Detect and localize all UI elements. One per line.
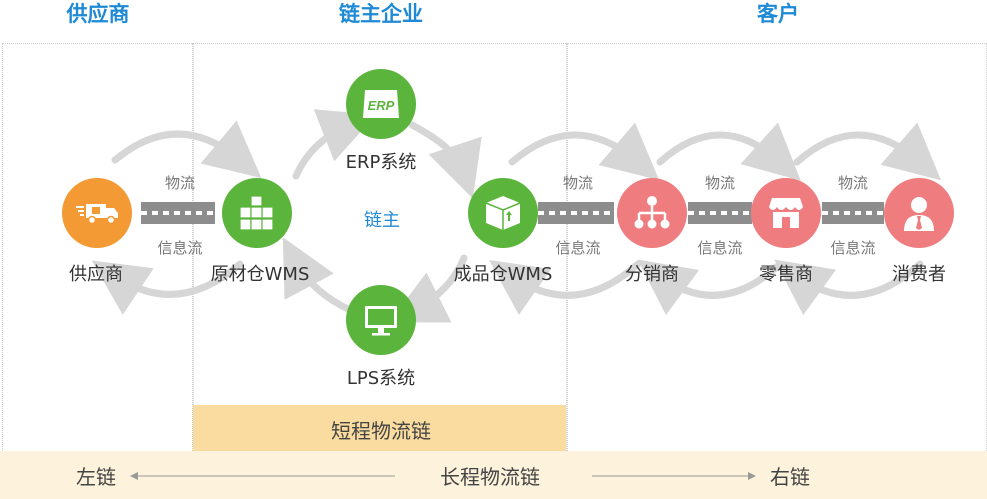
- retailer-node: [751, 178, 821, 248]
- arrow-raw-to-erp: [292, 109, 377, 180]
- supplier-label: 供应商: [69, 264, 123, 285]
- rail-retailer-consumer: [822, 202, 884, 224]
- distributor-label: 分销商: [625, 264, 679, 285]
- rail-fg-distributor: [538, 202, 614, 224]
- rail-supplier-raw: [141, 202, 215, 224]
- logistics-label-3: 物流: [704, 174, 736, 192]
- hierarchy-network-icon: [634, 196, 670, 229]
- erp-box-icon: ERP: [363, 90, 399, 118]
- consumer-label: 消费者: [892, 264, 946, 285]
- arrow-erp-to-fg: [408, 121, 482, 199]
- logistics-label-4: 物流: [837, 174, 869, 192]
- package-box-icon: [485, 196, 521, 230]
- logistics-label-2: 物流: [562, 174, 594, 192]
- person-icon: [904, 197, 934, 231]
- fg-wms-label: 成品仓WMS: [453, 264, 553, 285]
- retailer-label: 零售商: [759, 264, 813, 285]
- arrow-distributor-to-retailer: [656, 122, 801, 181]
- info-flow-label-3: 信息流: [697, 239, 743, 257]
- raw-wms-node: [222, 178, 292, 248]
- long-chain-label: 长程物流链: [440, 465, 540, 489]
- header-customer: 客户: [757, 2, 799, 26]
- erp-label: ERP系统: [345, 152, 417, 173]
- monitor-icon: [365, 306, 397, 336]
- fg-wms-node: [468, 178, 538, 248]
- arrow-fg-to-distributor: [508, 122, 660, 181]
- storefront-icon: [769, 198, 803, 228]
- info-flow-label-1: 信息流: [157, 239, 203, 257]
- svg-text:ERP: ERP: [368, 98, 395, 113]
- arrow-distributor-to-fg: [489, 259, 642, 315]
- arrow-supplier-to-raw: [111, 120, 262, 178]
- lps-label: LPS系统: [346, 368, 416, 389]
- arrow-retailer-to-distributor: [637, 259, 784, 316]
- arrow-lps-to-raw: [282, 237, 354, 314]
- distributor-node: [617, 178, 687, 248]
- left-chain-label: 左链: [76, 465, 116, 489]
- rail-distributor-retailer: [688, 202, 752, 224]
- logistics-label-1: 物流: [164, 174, 196, 192]
- header-core-enterprise: 链主企业: [339, 2, 423, 26]
- chain-owner-center-label: 链主: [364, 210, 400, 231]
- short-chain-label: 短程物流链: [331, 419, 431, 443]
- info-flow-label-2: 信息流: [555, 239, 601, 257]
- header-supplier: 供应商: [66, 2, 130, 26]
- supplier-node: [62, 178, 132, 248]
- arrow-fg-to-lps: [388, 254, 468, 323]
- delivery-truck-icon: [76, 204, 118, 225]
- stacked-boxes-icon: [239, 195, 274, 231]
- right-chain-label: 右链: [770, 465, 810, 489]
- consumer-node: [884, 178, 954, 248]
- arrow-retailer-to-consumer: [793, 122, 942, 181]
- lps-node: [346, 285, 416, 355]
- raw-wms-label: 原材仓WMS: [210, 264, 310, 285]
- arrow-raw-to-supplier: [91, 260, 244, 315]
- info-flow-label-4: 信息流: [830, 239, 876, 257]
- arrow-consumer-to-retailer: [774, 259, 924, 316]
- short-chain-band: [193, 405, 566, 451]
- erp-node: ERP: [346, 69, 416, 139]
- long-chain-band: [0, 451, 987, 499]
